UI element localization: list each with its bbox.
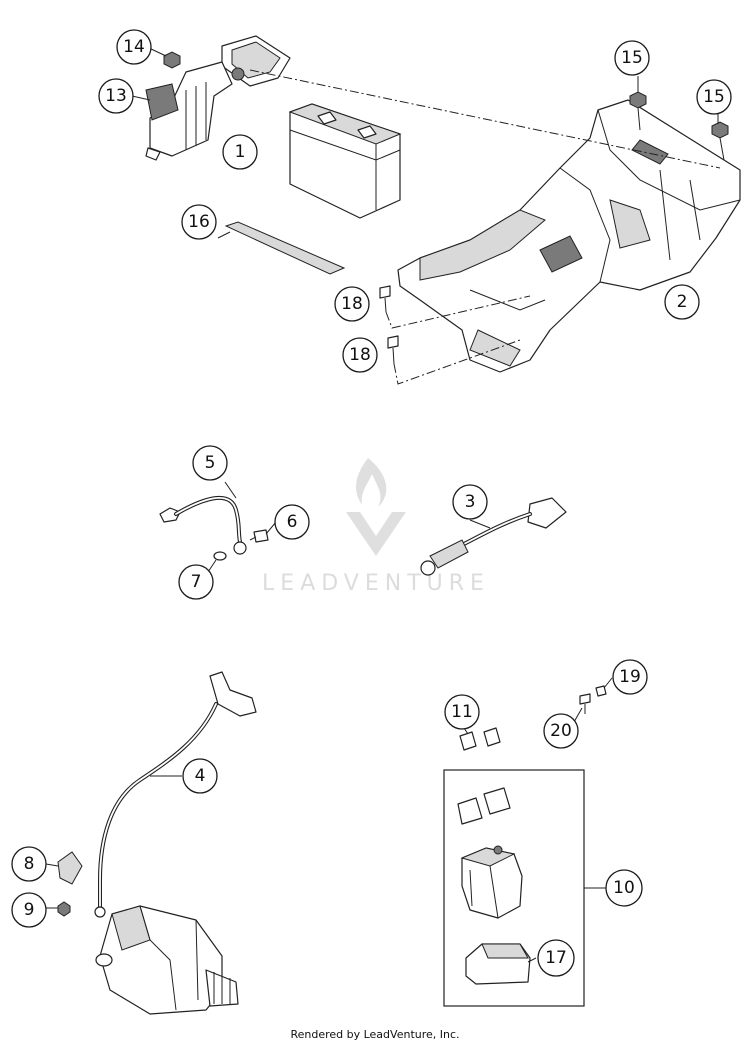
callout-13: 13	[98, 78, 134, 114]
callout-label: 17	[545, 948, 567, 968]
part-3-starter-cable	[420, 497, 567, 576]
callout-9: 9	[11, 892, 47, 928]
leader-lines	[45, 47, 719, 963]
footer-credit: Rendered by LeadVenture, Inc.	[290, 1028, 460, 1041]
callout-4: 4	[182, 758, 218, 794]
callout-label: 13	[105, 86, 127, 106]
callout-label: 15	[703, 87, 725, 107]
part-16-battery-pad	[224, 221, 346, 275]
callout-label: 16	[188, 212, 210, 232]
part-1-battery	[288, 103, 402, 219]
starter-relay	[460, 845, 523, 919]
callout-3: 3	[452, 484, 488, 520]
callout-15a: 15	[614, 40, 650, 76]
callout-label: 2	[677, 292, 688, 312]
part-10-relay-kit-box	[443, 769, 606, 1007]
callout-label: 20	[550, 721, 572, 741]
part-6-screw	[249, 529, 269, 543]
callout-2: 2	[664, 284, 700, 320]
callout-label: 3	[465, 492, 476, 512]
part-5-ground-cable	[159, 495, 247, 555]
callout-label: 15	[621, 48, 643, 68]
watermark-logo: LEADVENTURE	[262, 458, 490, 596]
callout-19: 19	[612, 659, 648, 695]
watermark-brand: LEADVENTURE	[262, 571, 490, 596]
part-4-starter-motor-cable	[94, 671, 257, 918]
alignment-line-18b	[393, 339, 521, 385]
callout-8: 8	[11, 846, 47, 882]
callout-15b: 15	[696, 79, 732, 115]
part-13-fuse-box	[145, 35, 291, 161]
callout-20: 20	[543, 713, 579, 749]
callout-label: 18	[349, 345, 371, 365]
callout-label: 10	[613, 878, 635, 898]
callout-18b: 18	[342, 337, 378, 373]
callout-label: 1	[235, 142, 246, 162]
callout-label: 8	[24, 854, 35, 874]
part-18-screw-b	[387, 335, 399, 365]
callout-18a: 18	[334, 286, 370, 322]
alignment-line-18a	[385, 295, 531, 329]
callout-label: 19	[619, 667, 641, 687]
starter-motor	[95, 905, 239, 1015]
callout-7: 7	[178, 564, 214, 600]
part-9-nut	[57, 901, 71, 917]
callout-16: 16	[181, 204, 217, 240]
part-2-battery-holder	[397, 99, 741, 373]
part-18-screw-a	[379, 285, 391, 313]
callout-label: 5	[205, 453, 216, 473]
part-7-washer	[213, 551, 227, 561]
callout-11: 11	[444, 694, 480, 730]
callout-label: 11	[451, 702, 473, 722]
part-20-screw	[579, 693, 591, 714]
callout-17: 17	[537, 939, 575, 977]
callout-label: 4	[195, 766, 206, 786]
callout-label: 18	[341, 294, 363, 314]
alignment-line-top	[249, 69, 721, 169]
callout-label: 14	[123, 37, 145, 57]
part-15-screw-b	[711, 121, 729, 161]
callout-1: 1	[222, 134, 258, 170]
part-19-nut	[595, 685, 607, 697]
callout-label: 6	[287, 512, 298, 532]
callout-14: 14	[116, 29, 152, 65]
callout-label: 7	[191, 572, 202, 592]
part-17-relay-cover	[465, 943, 531, 985]
callout-10: 10	[605, 869, 643, 907]
callout-label: 9	[24, 900, 35, 920]
callout-5: 5	[192, 445, 228, 481]
part-11-fuse-caps	[459, 727, 501, 751]
kit-fuse-caps	[457, 787, 511, 825]
callout-6: 6	[274, 504, 310, 540]
part-14-nut	[163, 51, 181, 69]
part-8-boot	[57, 851, 83, 885]
